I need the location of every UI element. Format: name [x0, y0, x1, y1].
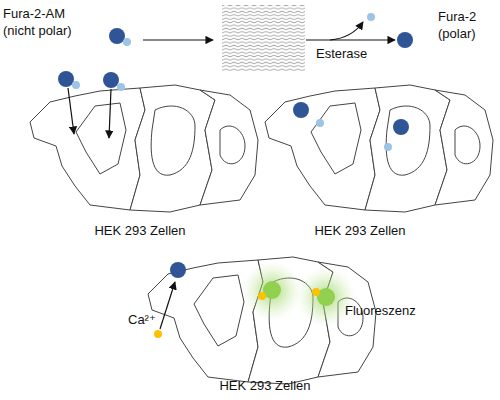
text-label: (polar) — [438, 26, 498, 42]
text-label: HEK 293 Zellen — [80, 223, 200, 239]
text-label: Fura-2-AM — [3, 6, 98, 22]
text-label: HEK 293 Zellen — [300, 223, 420, 239]
text-label: Fura-2 — [438, 9, 498, 25]
fluorescence-glow — [242, 261, 302, 321]
text-label: Esterase — [316, 46, 376, 62]
fura-2-am-core — [109, 28, 125, 44]
calcium-ion — [154, 330, 162, 338]
text-label: (nicht polar) — [3, 23, 98, 39]
ester-group — [316, 119, 324, 127]
fura-2-am-core — [103, 72, 119, 88]
text-label: HEK 293 Zellen — [205, 378, 325, 394]
membrane — [222, 5, 305, 71]
fura-2-am-core — [58, 71, 74, 87]
arrow — [68, 88, 74, 134]
ester-group — [123, 38, 131, 46]
text-label: Ca²⁺ — [128, 312, 168, 328]
arrow — [109, 89, 111, 138]
calcium-ion — [312, 288, 320, 296]
ester-group — [367, 13, 375, 21]
cell-group — [265, 85, 493, 212]
arrow — [143, 39, 213, 40]
fura-2-core — [393, 119, 409, 135]
text-label: Fluoreszenz — [345, 303, 445, 319]
cell-group — [148, 257, 376, 384]
arrow-branch — [330, 22, 363, 40]
ester-group — [384, 143, 392, 151]
fura-2-core — [170, 262, 186, 278]
ester-group — [117, 83, 125, 91]
fura-2-core — [397, 32, 413, 48]
cell-group — [30, 85, 258, 212]
arrow — [306, 39, 395, 40]
arrow — [160, 282, 175, 329]
ester-group — [72, 81, 80, 89]
calcium-ion — [258, 292, 266, 300]
fura-2-core — [293, 102, 309, 118]
